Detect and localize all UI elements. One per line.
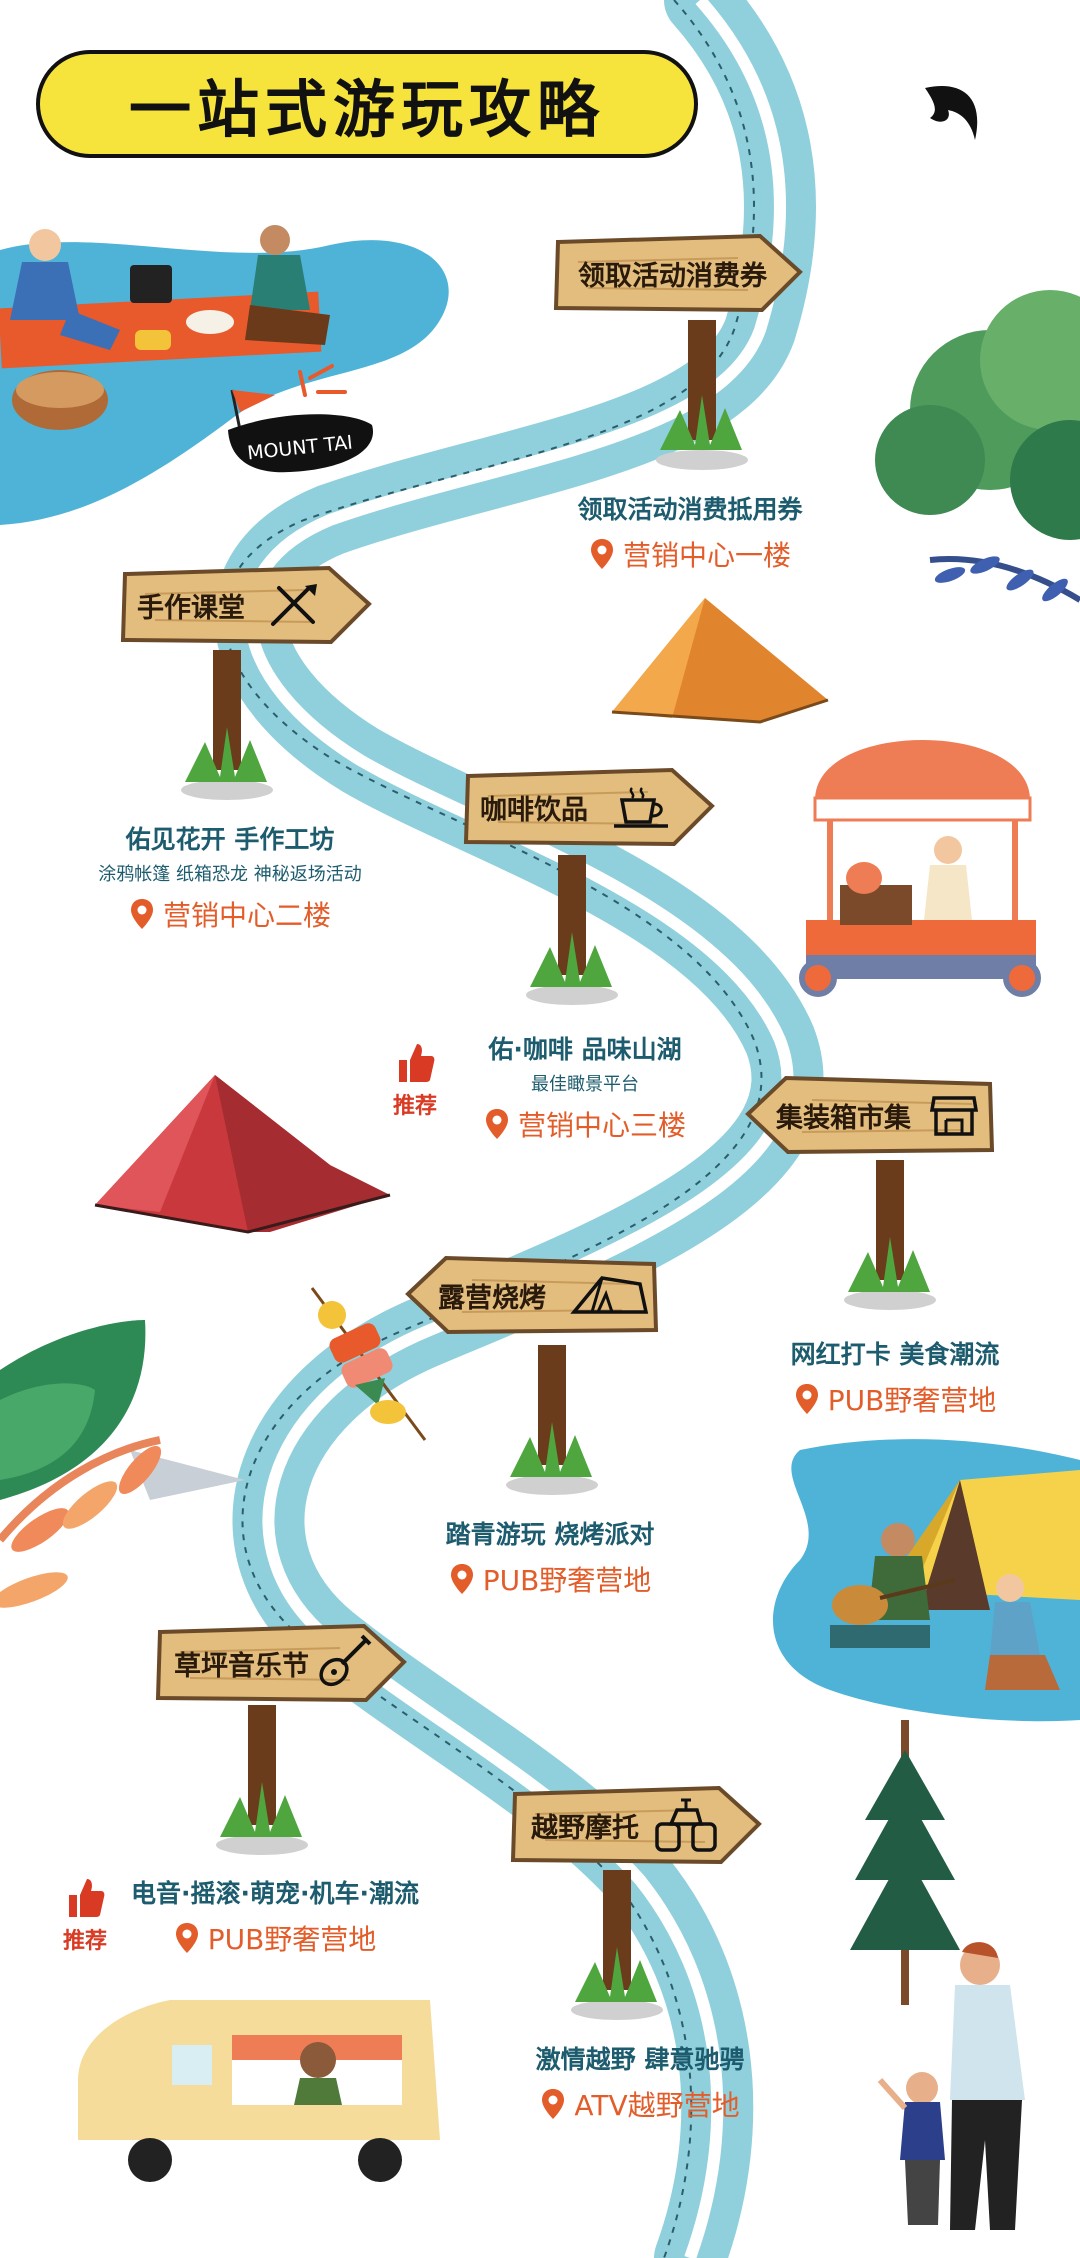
- stop-desc: 电音·摇滚·萌宠·机车·潮流: [131, 1879, 419, 1908]
- sign-label: 露营烧烤: [438, 1282, 546, 1314]
- wood-sign-arrow-right: [553, 233, 803, 313]
- sign-workshop[interactable]: 手作课堂: [115, 560, 377, 650]
- recommend-badge: 推荐: [55, 1875, 115, 1955]
- location-pin-icon: [485, 1109, 508, 1139]
- signpost-pole: [216, 1705, 308, 1855]
- stop-desc: 网红打卡 美食潮流: [790, 1340, 1000, 1369]
- sign-label: 领取活动消费券: [578, 260, 767, 292]
- sign-bbq[interactable]: 露营烧烤: [402, 1250, 664, 1340]
- location-pin-icon: [795, 1384, 818, 1414]
- location-text: PUB野奢营地: [207, 1923, 377, 1956]
- location-row: ATV越野营地: [500, 2084, 780, 2124]
- signpost-pole: [526, 855, 618, 1005]
- shop-icon: [929, 1096, 979, 1136]
- location-row: PUB野奢营地: [400, 1559, 700, 1599]
- stop-info: 佑见花开 手作工坊 涂鸦帐篷 纸箱恐龙 神秘返场活动 营销中心二楼: [70, 820, 390, 934]
- wood-sign-arrow-left: [745, 1075, 995, 1155]
- stop-info: 电音·摇滚·萌宠·机车·潮流 PUB野奢营地: [115, 1874, 435, 1958]
- sign-label: 集装箱市集: [776, 1102, 911, 1134]
- recommend-label: 推荐: [392, 1094, 437, 1119]
- coffee-icon: [614, 787, 668, 828]
- sign-music-festival[interactable]: 草坪音乐节: [150, 1618, 412, 1708]
- stop-desc: 踏青游玩 烧烤派对: [445, 1520, 655, 1549]
- sign-coffee[interactable]: 咖啡饮品: [458, 762, 720, 852]
- location-text: 营销中心三楼: [517, 1109, 686, 1142]
- location-pin-icon: [130, 899, 153, 929]
- location-text: 营销中心二楼: [162, 899, 331, 932]
- mount-tai-label: MOUNT TAI: [246, 431, 354, 465]
- sign-label: 咖啡饮品: [480, 794, 588, 826]
- sign-label: 草坪音乐节: [174, 1650, 309, 1682]
- stop-subdesc: 最佳瞰景平台: [531, 1074, 639, 1095]
- location-pin-icon: [175, 1923, 198, 1953]
- page-title: 一站式游玩攻略: [128, 73, 605, 146]
- wood-sign-arrow-right: [510, 1785, 762, 1865]
- signpost-pole: [844, 1160, 936, 1310]
- recommend-badge: 推荐: [385, 1040, 445, 1120]
- stop-desc: 佑见花开 手作工坊: [125, 825, 335, 854]
- paintbrush-icon: [271, 584, 317, 626]
- location-pin-icon: [542, 2089, 565, 2119]
- stop-info: 网红打卡 美食潮流 PUB野奢营地: [740, 1335, 1050, 1419]
- stop-subdesc: 涂鸦帐篷 纸箱恐龙 神秘返场活动: [98, 864, 362, 885]
- stop-info: 踏青游玩 烧烤派对 PUB野奢营地: [400, 1515, 700, 1599]
- location-text: 营销中心一楼: [622, 539, 791, 572]
- location-row: 营销中心二楼: [70, 894, 390, 934]
- sign-offroad[interactable]: 越野摩托: [505, 1780, 767, 1870]
- location-row: 营销中心三楼: [430, 1104, 740, 1144]
- location-text: PUB野奢营地: [827, 1384, 997, 1417]
- signpost-pole: [506, 1345, 598, 1495]
- stop-desc: 领取活动消费抵用券: [577, 495, 803, 524]
- location-text: PUB野奢营地: [482, 1564, 652, 1597]
- sign-label: 手作课堂: [137, 592, 245, 624]
- guitar-icon: [319, 1634, 372, 1687]
- location-row: PUB野奢营地: [740, 1379, 1050, 1419]
- sign-coupon[interactable]: 领取活动消费券: [548, 228, 808, 318]
- stop-info: 领取活动消费抵用券 营销中心一楼: [540, 490, 840, 574]
- stop-info: 激情越野 肆意驰骋 ATV越野营地: [500, 2040, 780, 2124]
- location-text: ATV越野营地: [574, 2089, 740, 2122]
- recommend-label: 推荐: [62, 1929, 107, 1954]
- atv-icon: [655, 1798, 717, 1852]
- title-banner: 一站式游玩攻略: [36, 50, 698, 158]
- sign-label: 越野摩托: [531, 1812, 639, 1844]
- stop-desc: 佑·咖啡 品味山湖: [488, 1035, 682, 1064]
- location-row: 营销中心一楼: [540, 534, 840, 574]
- sign-container-market[interactable]: 集装箱市集: [742, 1070, 1000, 1160]
- location-pin-icon: [450, 1564, 473, 1594]
- signpost-pole: [181, 650, 273, 800]
- location-row: PUB野奢营地: [115, 1918, 435, 1958]
- thumbs-up-icon: [69, 1879, 105, 1917]
- signpost-pole: [571, 1870, 663, 2020]
- signpost-pole: [656, 320, 748, 470]
- stop-info: 佑·咖啡 品味山湖 最佳瞰景平台 营销中心三楼: [430, 1030, 740, 1144]
- stop-desc: 激情越野 肆意驰骋: [535, 2045, 745, 2074]
- mount-tai-badge: MOUNT TAI: [225, 418, 375, 478]
- location-pin-icon: [590, 539, 613, 569]
- tent-icon: [570, 1276, 649, 1314]
- thumbs-up-icon: [399, 1044, 435, 1082]
